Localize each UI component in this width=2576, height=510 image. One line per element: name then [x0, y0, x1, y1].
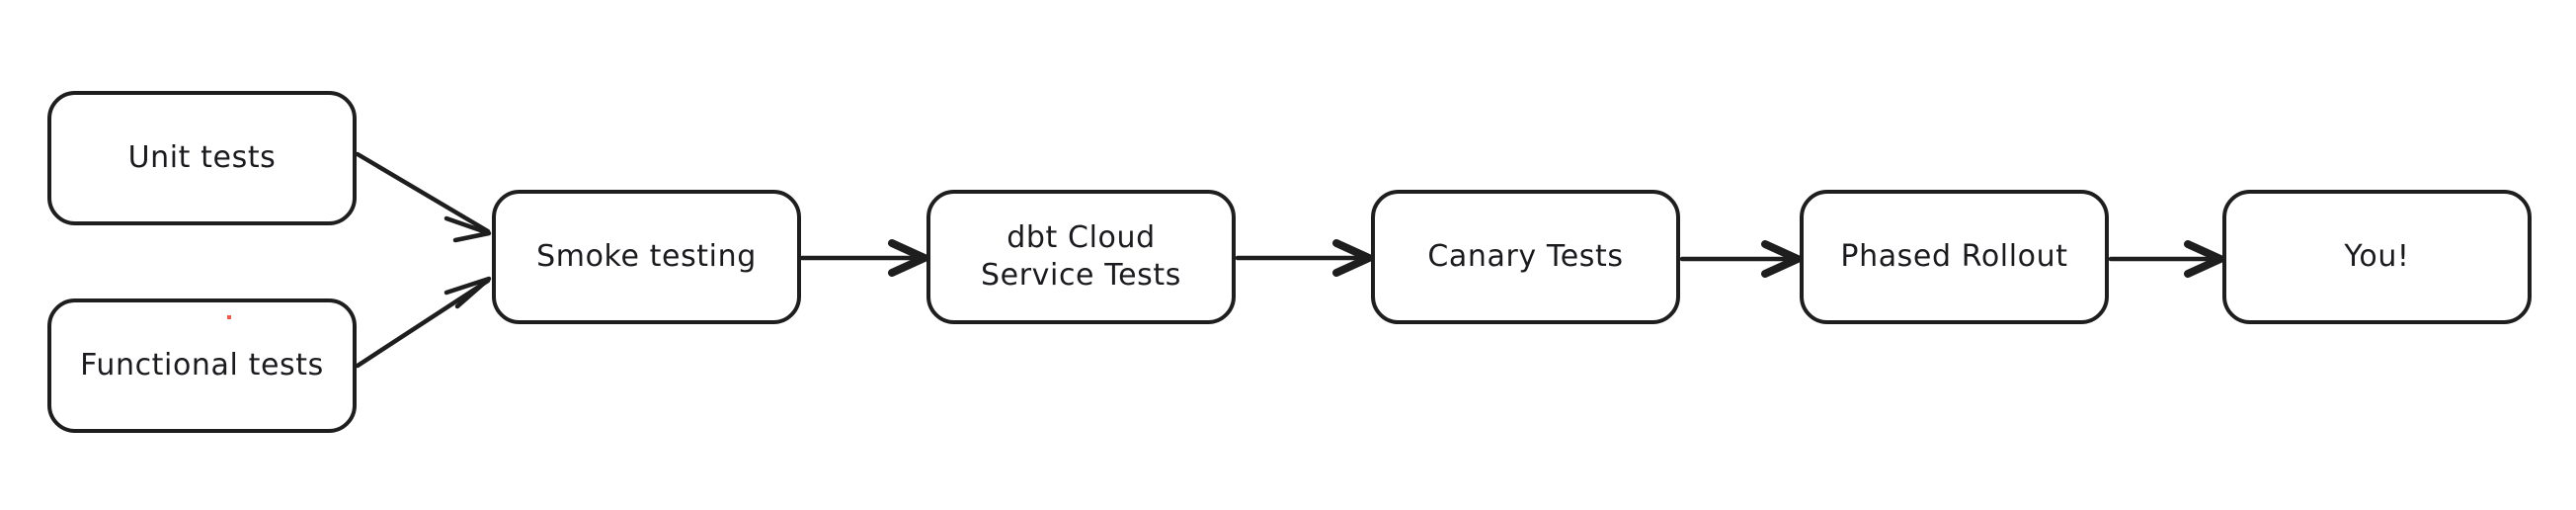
node-canary-tests[interactable]: Canary Tests [1371, 190, 1680, 324]
node-phased-rollout-label: Phased Rollout [1840, 238, 2068, 274]
red-speck-artifact [227, 315, 231, 319]
edge-phased-rollout-to-you [2108, 240, 2224, 278]
node-you-label: You! [2344, 238, 2410, 274]
node-canary-tests-label: Canary Tests [1427, 238, 1624, 274]
edge-smoke-testing-to-dbt-cloud-service-tests [799, 239, 928, 277]
edge-dbt-cloud-service-tests-to-canary-tests [1235, 239, 1373, 277]
node-smoke-testing-label: Smoke testing [536, 238, 757, 274]
edge-functional-tests-to-smoke-testing [355, 276, 492, 369]
node-phased-rollout[interactable]: Phased Rollout [1800, 190, 2109, 324]
node-unit-tests-label: Unit tests [127, 139, 277, 175]
node-you[interactable]: You! [2222, 190, 2532, 324]
node-unit-tests[interactable]: Unit tests [47, 91, 357, 225]
node-functional-tests[interactable]: Functional tests [47, 298, 357, 433]
node-functional-tests-label: Functional tests [80, 347, 324, 382]
node-smoke-testing[interactable]: Smoke testing [492, 190, 801, 324]
node-dbt-cloud-service-tests-label: dbt Cloud Service Tests [981, 219, 1181, 293]
node-dbt-cloud-service-tests[interactable]: dbt Cloud Service Tests [926, 190, 1236, 324]
edge-canary-tests-to-phased-rollout [1679, 240, 1802, 278]
edge-unit-tests-to-smoke-testing [355, 151, 492, 243]
